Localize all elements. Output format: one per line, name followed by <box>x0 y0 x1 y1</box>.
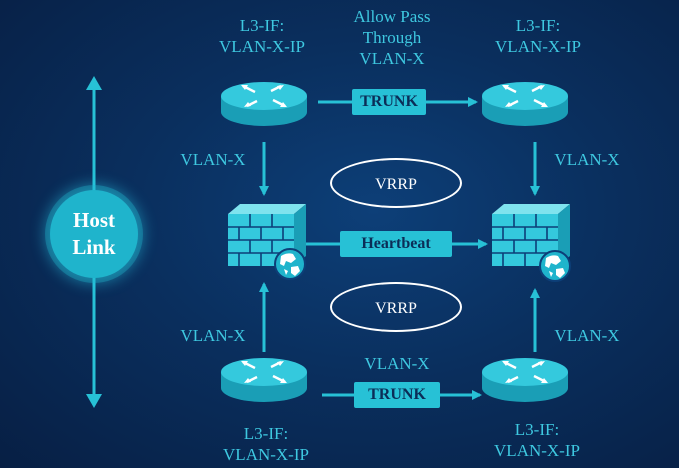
vlan-left-top-label: VLAN-X <box>180 150 246 169</box>
host-link-line1: Host <box>72 208 115 232</box>
bottom-left-l3if-line2: VLAN-X-IP <box>223 445 309 464</box>
router-icon <box>219 356 309 404</box>
vrrp-bottom: VRRP <box>330 282 462 332</box>
heartbeat-badge: Heartbeat <box>340 231 452 257</box>
bottom-right-l3if-line2: VLAN-X-IP <box>494 441 580 460</box>
trunk-top-badge: TRUNK <box>352 89 426 115</box>
allow-pass-line1: Allow Pass <box>353 7 431 26</box>
top-right-l3if-line1: L3-IF: <box>515 16 561 35</box>
top-right-l3if-line2: VLAN-X-IP <box>495 37 581 56</box>
vrrp-top: VRRP <box>330 158 462 208</box>
bottom-right-l3if-label: L3-IF: VLAN-X-IP <box>487 419 587 461</box>
allow-pass-line2: Through <box>362 28 422 47</box>
allow-pass-line3: VLAN-X <box>359 49 425 68</box>
router-icon <box>219 80 309 128</box>
bottom-right-l3if-line1: L3-IF: <box>514 420 560 439</box>
vlan-left-bottom-label: VLAN-X <box>180 326 246 345</box>
host-link-line2: Link <box>72 235 116 259</box>
trunk-bottom-badge: TRUNK <box>354 382 440 408</box>
bottom-vlan-label: VLAN-X <box>364 354 430 373</box>
bottom-left-l3if-label: L3-IF: VLAN-X-IP <box>216 423 316 465</box>
router-icon <box>480 80 570 128</box>
vlan-right-bottom-label: VLAN-X <box>554 326 620 345</box>
top-right-l3if-label: L3-IF: VLAN-X-IP <box>488 15 588 57</box>
vlan-right-top-label: VLAN-X <box>554 150 620 169</box>
top-left-l3if-line2: VLAN-X-IP <box>219 37 305 56</box>
allow-pass-label: Allow Pass Through VLAN-X <box>336 6 448 69</box>
globe-icon <box>274 248 306 280</box>
top-left-l3if-label: L3-IF: VLAN-X-IP <box>212 15 312 57</box>
bottom-left-l3if-line1: L3-IF: <box>243 424 289 443</box>
globe-icon <box>539 250 571 282</box>
top-left-l3if-line1: L3-IF: <box>239 16 285 35</box>
router-icon <box>480 356 570 404</box>
